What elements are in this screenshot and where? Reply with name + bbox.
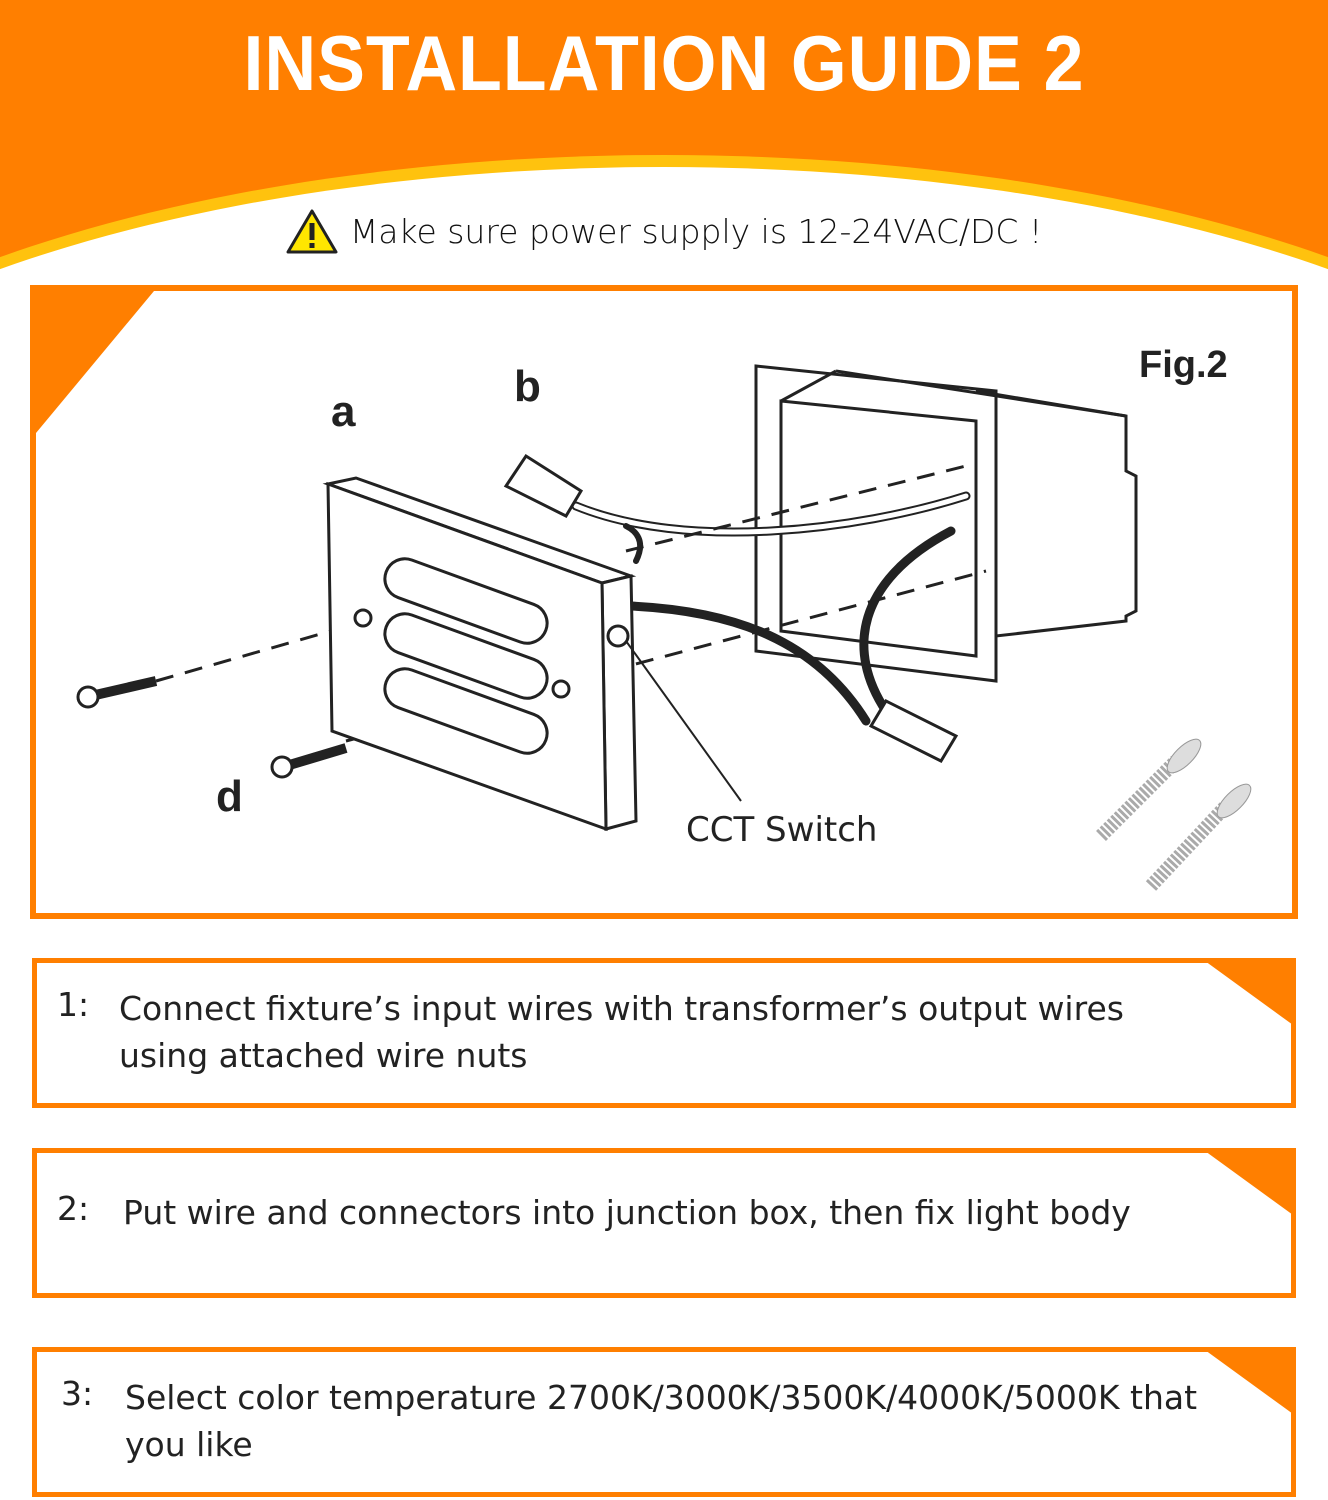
step-1: 1: Connect fixture’s input wires with tr…	[32, 958, 1296, 1108]
junction-box-drawing	[754, 364, 1138, 683]
page-title: INSTALLATION GUIDE 2	[243, 19, 1085, 107]
wire-nut-b	[503, 453, 584, 518]
figure-label: Fig.2	[1139, 344, 1228, 386]
mounting-screws-photo	[1096, 738, 1252, 891]
step-text: Select color temperature 2700K/3000K/350…	[125, 1378, 1198, 1464]
warning-notice: Make sure power supply is 12-24VAC/DC !	[0, 208, 1328, 254]
cct-switch-label: CCT Switch	[686, 810, 877, 850]
wire-nut-c	[868, 699, 959, 763]
warning-text: Make sure power supply is 12-24VAC/DC !	[349, 211, 1043, 251]
step-2: 2: Put wire and connectors into junction…	[32, 1148, 1296, 1298]
wires-drawing	[571, 491, 971, 726]
installation-figure: a b d Fig.2 CCT Switch	[30, 285, 1298, 919]
corner-accent	[1205, 1153, 1291, 1215]
label-b: b	[514, 362, 541, 411]
installation-diagram: a b d Fig.2 CCT Switch	[36, 291, 1252, 891]
step-number: 1:	[57, 985, 90, 1024]
screws-drawing	[76, 676, 348, 779]
light-fixture-drawing	[322, 476, 638, 832]
step-3: 3: Select color temperature 2700K/3000K/…	[32, 1347, 1296, 1497]
corner-accent	[1205, 963, 1291, 1025]
corner-accent	[36, 291, 154, 433]
step-number: 2:	[57, 1189, 90, 1228]
label-d: d	[216, 772, 243, 821]
step-text: Connect fixture’s input wires with trans…	[119, 989, 1124, 1075]
step-text: Put wire and connectors into junction bo…	[123, 1193, 1131, 1232]
label-a: a	[331, 387, 356, 436]
warning-icon	[286, 209, 338, 254]
corner-accent	[1205, 1352, 1291, 1414]
step-number: 3:	[61, 1374, 94, 1413]
header-banner: INSTALLATION GUIDE 2 Make sure power sup…	[0, 0, 1328, 977]
